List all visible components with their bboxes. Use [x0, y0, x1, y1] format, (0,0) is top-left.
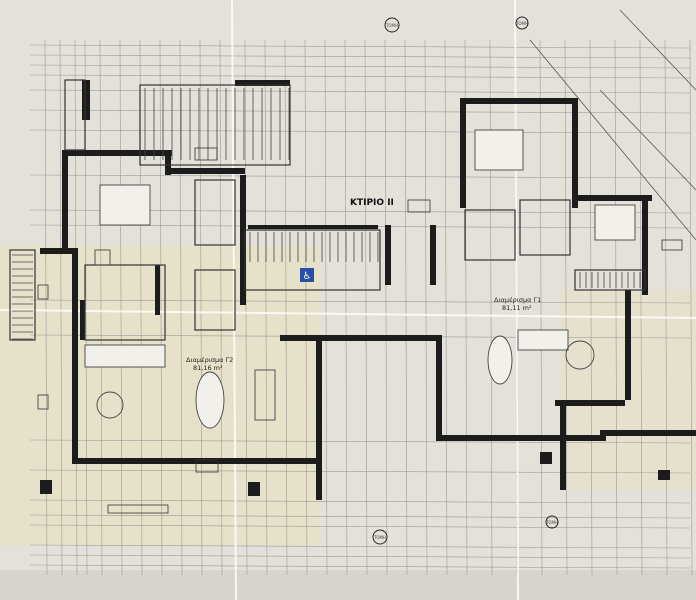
apartment-g1-area: 81,11 m² — [502, 304, 532, 312]
dining-table-icon — [487, 335, 513, 385]
furniture — [84, 129, 636, 429]
svg-text:ΤΟΜΗ: ΤΟΜΗ — [545, 520, 558, 525]
svg-text:ΤΟΜΗ: ΤΟΜΗ — [385, 23, 398, 28]
apartment-g1-name: Διαμέρισμα Γ1 — [494, 296, 541, 304]
bed-icon — [594, 204, 636, 241]
sofa-icon — [84, 344, 166, 368]
svg-text:ΤΟΜΗ: ΤΟΜΗ — [373, 535, 386, 540]
bed-icon — [474, 129, 524, 171]
apartment-g2-name: Διαμέρισμα Γ2 — [186, 356, 233, 364]
section-marker-icon: ΤΟΜΗ — [384, 17, 400, 33]
walls — [40, 80, 696, 500]
section-marker-icon: ΤΟΜΗ — [372, 529, 388, 545]
section-marker-icon: ΤΟΜΗ — [515, 16, 529, 30]
svg-text:ΤΟΜΗ: ΤΟΜΗ — [515, 21, 528, 26]
sofa-icon — [517, 329, 569, 351]
accessibility-icon: ♿ — [300, 268, 314, 282]
section-marker-icon: ΤΟΜΗ — [545, 515, 559, 529]
building-title: ΚΤΙΡΙΟ ΙΙ — [350, 198, 394, 208]
apartment-g2-area: 81,16 m² — [193, 364, 223, 372]
svg-text:♿: ♿ — [303, 271, 312, 282]
dining-table-icon — [195, 371, 225, 429]
bed-icon — [99, 184, 151, 226]
